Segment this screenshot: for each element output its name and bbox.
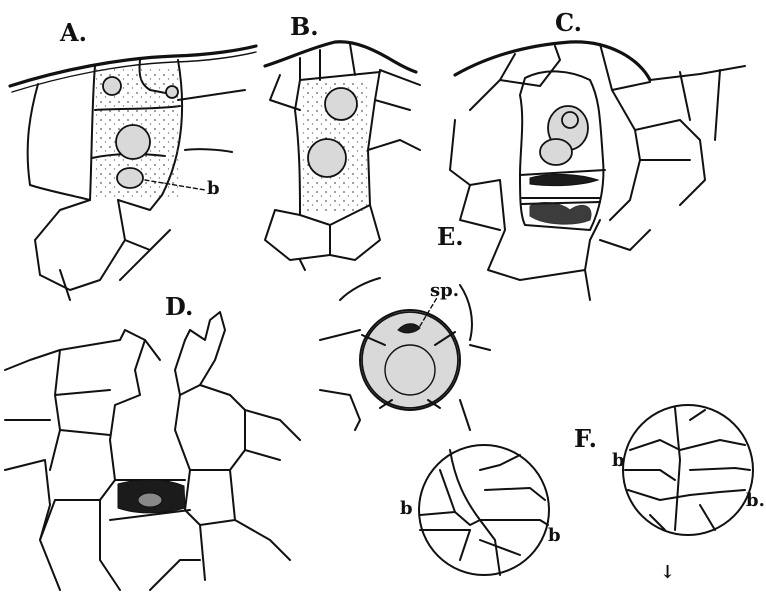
panel-label-c: C. (555, 8, 582, 37)
panel-f-left-drawing (419, 445, 549, 575)
panel-e-drawing (320, 278, 490, 430)
annotation-b-f-left-2: b (548, 525, 561, 546)
panel-label-b: B. (290, 12, 319, 41)
panel-b-drawing (265, 42, 420, 270)
panel-label-d: D. (165, 292, 193, 321)
panel-c-drawing (450, 42, 745, 300)
down-arrow-icon: ↓ (660, 562, 675, 583)
panel-d-drawing (5, 312, 300, 590)
annotation-b-panel-a: b (207, 178, 220, 199)
panel-label-a: A. (60, 18, 87, 47)
annotation-sp-panel-e: sp. (430, 280, 459, 301)
annotation-b-f-right-1: b (612, 450, 625, 471)
panel-f-right-drawing (623, 405, 753, 535)
panel-label-e: E. (437, 222, 464, 251)
annotation-b-f-left-1: b (400, 498, 413, 519)
panel-a-drawing (10, 46, 256, 300)
annotation-b-f-right-2: b. (746, 490, 765, 511)
panel-label-f: F. (574, 424, 597, 453)
